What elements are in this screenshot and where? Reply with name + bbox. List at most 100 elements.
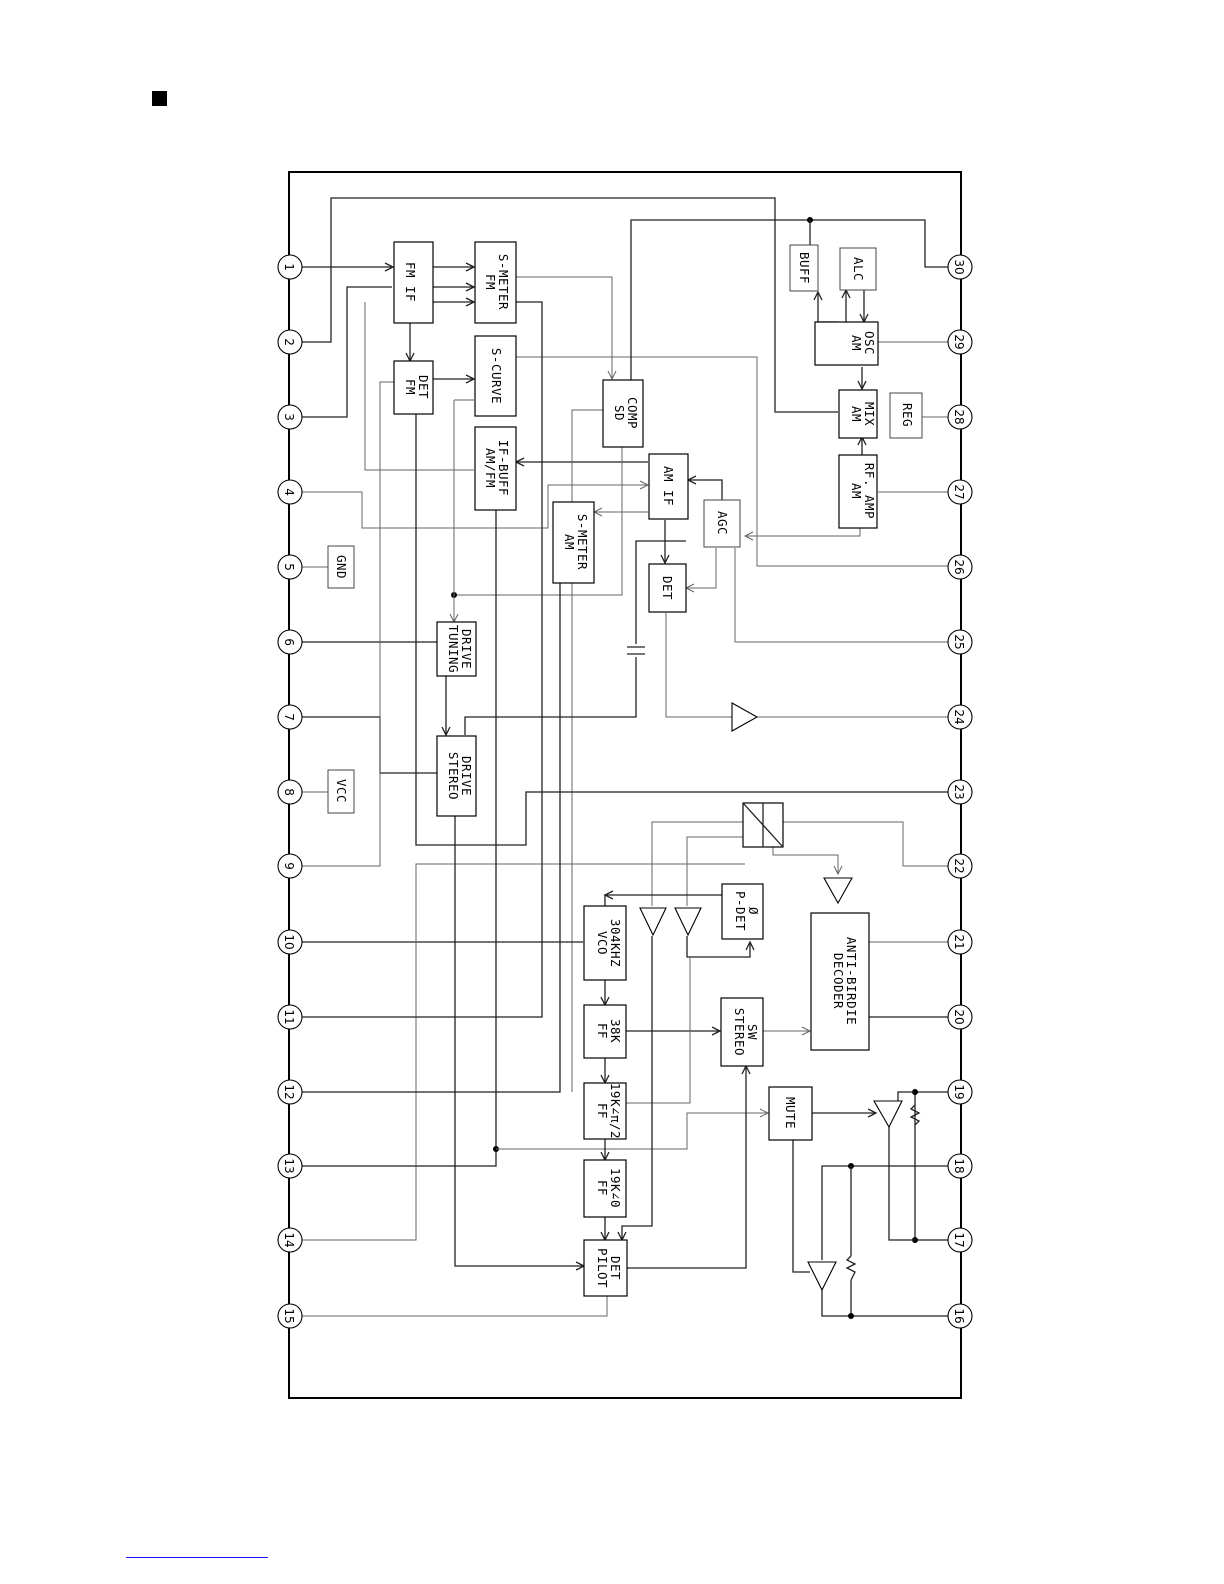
section-bullet (152, 91, 167, 106)
vcc-box (327, 769, 355, 814)
am-if-box (648, 453, 689, 520)
pin-9-label: 9 (282, 862, 296, 870)
stereo-sw-label-2: SW (745, 1024, 760, 1040)
vco-label-1: VCO (595, 931, 610, 955)
agc-label: AGC (715, 511, 730, 535)
pin-3-label: 3 (282, 413, 296, 421)
det-box (648, 563, 687, 613)
am-smeter-label-2: S-METER (575, 514, 590, 570)
pin24-buffer (731, 702, 759, 732)
vco-label-2: 304KHZ (608, 919, 623, 967)
fm-smeter-label-2: S-METER (496, 254, 511, 310)
fm-if-box (393, 241, 434, 324)
decoder-box (810, 912, 870, 1051)
pin-8-label: 8 (282, 788, 296, 796)
fm-smeter-label-1: FM (483, 274, 498, 290)
pin-28-label: 28 (952, 409, 966, 424)
vco-box (583, 905, 627, 981)
mute-box (768, 1086, 813, 1141)
ff-38k-label-2: 38K (608, 1019, 623, 1043)
pin-19-label: 19 (952, 1084, 966, 1099)
buff-box (789, 244, 819, 292)
ff-19k-0-box (583, 1159, 627, 1218)
am-osc-box (814, 321, 879, 366)
pin-18-label: 18 (952, 1158, 966, 1173)
mute-amp (873, 1100, 903, 1129)
if-buff-label-2: IF-BUFF (496, 440, 511, 496)
pin-6-label: 6 (282, 638, 296, 646)
fm-det-label-2: DET (416, 375, 431, 399)
pin-5-label: 5 (282, 563, 296, 571)
am-fm-if-buff-box (474, 426, 517, 511)
agc-box (703, 499, 741, 548)
decoder-buffer (823, 877, 853, 905)
pin-13-label: 13 (282, 1158, 296, 1173)
tuning-drive-label-1: TUNING (446, 625, 461, 673)
det-label: DET (660, 576, 675, 600)
sd-comp-label-2: COMP (625, 397, 640, 429)
pin-16-label: 16 (952, 1308, 966, 1323)
pin-2-label: 2 (282, 338, 296, 346)
alc-label: ALC (851, 257, 866, 281)
buff-label: BUFF (797, 252, 812, 284)
pin-25-label: 25 (952, 634, 966, 649)
pin-27-label: 27 (952, 484, 966, 499)
fm-det-label-1: FM (403, 379, 418, 395)
vcc-label: VCC (334, 779, 349, 803)
pilot-det-label-2: DET (608, 1256, 623, 1280)
pin-23-label: 23 (952, 784, 966, 799)
fm-smeter-box (474, 241, 517, 324)
amplifiers (639, 702, 903, 1292)
am-osc-label-1: AM (849, 335, 864, 351)
p-det-box (721, 883, 764, 940)
decoder-label-1: DECODER (831, 953, 846, 1009)
pin-4-label: 4 (282, 488, 296, 496)
am-mix-label-2: MIX (862, 402, 877, 426)
ff-19k-pi2-label-2: 19K∠π/2 (608, 1083, 623, 1139)
footer-rule (126, 1557, 268, 1558)
p-det-label-2: Ø (746, 907, 761, 915)
am-rf-amp-box (838, 454, 878, 529)
pilot-det-box (583, 1239, 628, 1297)
alc-box (839, 247, 877, 291)
pin16-amp (807, 1261, 837, 1292)
am-smeter-label-1: AM (562, 534, 577, 550)
pin-24-label: 24 (952, 709, 966, 724)
block-labels: FM IF FM S-METER FM DET S-CURVE AM/FM IF… (334, 252, 915, 1288)
stereo-drive-label-1: STEREO (446, 752, 461, 800)
sd-comp-label-1: SD (612, 405, 627, 421)
pin-21-label: 21 (952, 934, 966, 949)
left-pins: 1 2 3 4 5 6 7 8 9 10 11 12 13 14 15 (277, 254, 303, 1329)
pin-11-label: 11 (282, 1009, 296, 1024)
stereo-sw-label-1: STEREO (732, 1008, 747, 1056)
pin-7-label: 7 (282, 713, 296, 721)
gnd-label: GND (334, 555, 349, 579)
pilot-det-label-1: PILOT (595, 1248, 610, 1288)
p-det-label-1: P-DET (733, 891, 748, 931)
stereo-drive-label-2: DRIVE (459, 756, 474, 796)
am-mix-box (838, 389, 878, 439)
fm-if-label: FM IF (403, 262, 418, 302)
pin-20-label: 20 (952, 1009, 966, 1024)
ff-19k-0-label-1: FF (595, 1180, 610, 1196)
stereo-sw-box (720, 997, 764, 1067)
pin-29-label: 29 (952, 334, 966, 349)
pin-17-label: 17 (952, 1232, 966, 1247)
pin-22-label: 22 (952, 858, 966, 873)
decoder-label-2: ANTI-BIRDIE (844, 937, 859, 1025)
fm-det-box (393, 360, 434, 415)
pin-14-label: 14 (282, 1232, 296, 1247)
sd-comp-box (602, 379, 644, 448)
pilot-amp (639, 907, 667, 937)
am-if-label: AM IF (661, 466, 676, 506)
am-rf-amp-label-2: RF. AMP (862, 463, 877, 519)
if-buff-label-1: AM/FM (483, 448, 498, 488)
pin-1-label: 1 (282, 263, 296, 271)
am-mix-label-1: AM (849, 406, 864, 422)
pin-12-label: 12 (282, 1084, 296, 1099)
tuning-drive-label-2: DRIVE (459, 629, 474, 669)
right-pins: 30 29 28 27 26 25 24 23 22 21 20 19 18 1… (947, 254, 973, 1329)
pin-26-label: 26 (952, 559, 966, 574)
am-rf-amp-label-1: AM (849, 483, 864, 499)
